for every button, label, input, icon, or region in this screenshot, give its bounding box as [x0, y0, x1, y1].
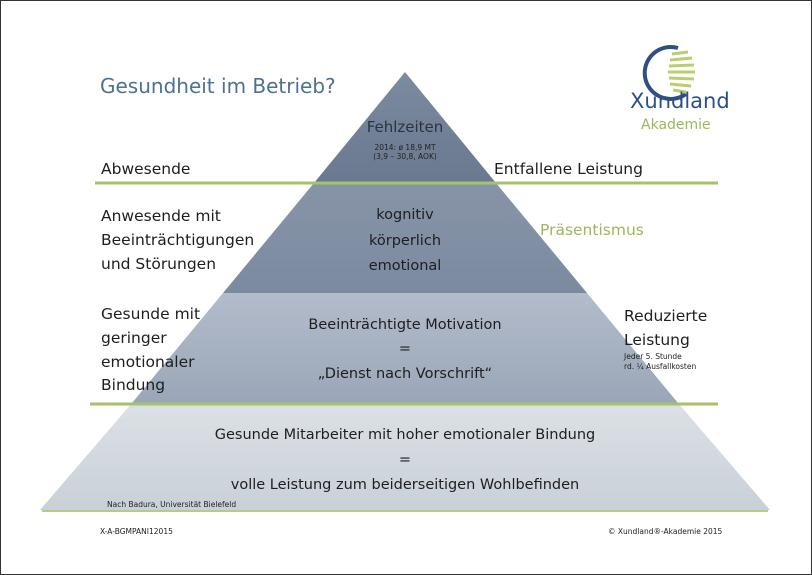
pyramid-base-band [40, 403, 770, 510]
second-band-item: kognitiv [376, 207, 434, 223]
label-praesentismus: Präsentismus [540, 221, 644, 239]
logo-name: Xundland [630, 89, 730, 113]
reduzierte-detail: Jeder 5. Stunde [624, 352, 682, 361]
label-anwesende: Anwesende mit [101, 207, 221, 225]
label-abwesende: Abwesende [101, 160, 191, 178]
slide-title: Gesundheit im Betrieb? [100, 74, 336, 98]
label-entfallene-leistung: Entfallene Leistung [494, 160, 643, 178]
logo-sub: Akademie [641, 117, 711, 133]
logo-icon [642, 44, 695, 101]
third-band-eq: = [398, 341, 412, 357]
second-band-item: emotional [368, 258, 442, 274]
pyramid-third-band [132, 293, 678, 403]
top-band-title: Fehlzeiten [366, 118, 444, 136]
pyramid-second-band [223, 183, 587, 293]
label-gesunde: geringer [101, 329, 167, 347]
footer-right: © Xundland®-Akademie 2015 [608, 527, 723, 536]
reduzierte-detail: rd. ¼ Ausfallkosten [624, 362, 697, 371]
base-band-line-2: volle Leistung zum beiderseitigen Wohlbe… [230, 477, 580, 493]
label-gesunde: emotionaler [101, 353, 195, 371]
third-band-line-1: Beeinträchtigte Motivation [308, 317, 502, 333]
top-band-detail-1: 2014: ø 18,9 MT [374, 143, 436, 152]
label-gesunde: Bindung [101, 376, 166, 394]
pyramid-top-band [314, 72, 496, 183]
label-reduzierte: Leistung [624, 331, 690, 349]
source-note: Nach Badura, Universität Bielefeld [107, 500, 237, 509]
label-anwesende: und Störungen [101, 255, 217, 273]
top-band-detail-2: (3,9 – 30,8, AOK) [373, 152, 437, 161]
third-band-line-2: „Dienst nach Vorschrift“ [317, 366, 493, 382]
base-band-eq: = [398, 452, 412, 468]
label-gesunde: Gesunde mit [101, 305, 201, 323]
label-anwesende: Beeinträchtigungen [101, 231, 255, 249]
footer-left: X-A-BGMPANI12015 [100, 527, 173, 536]
base-band-line-1: Gesunde Mitarbeiter mit hoher emotionale… [214, 427, 596, 443]
label-reduzierte: Reduzierte [624, 307, 708, 325]
second-band-item: körperlich [368, 233, 442, 249]
